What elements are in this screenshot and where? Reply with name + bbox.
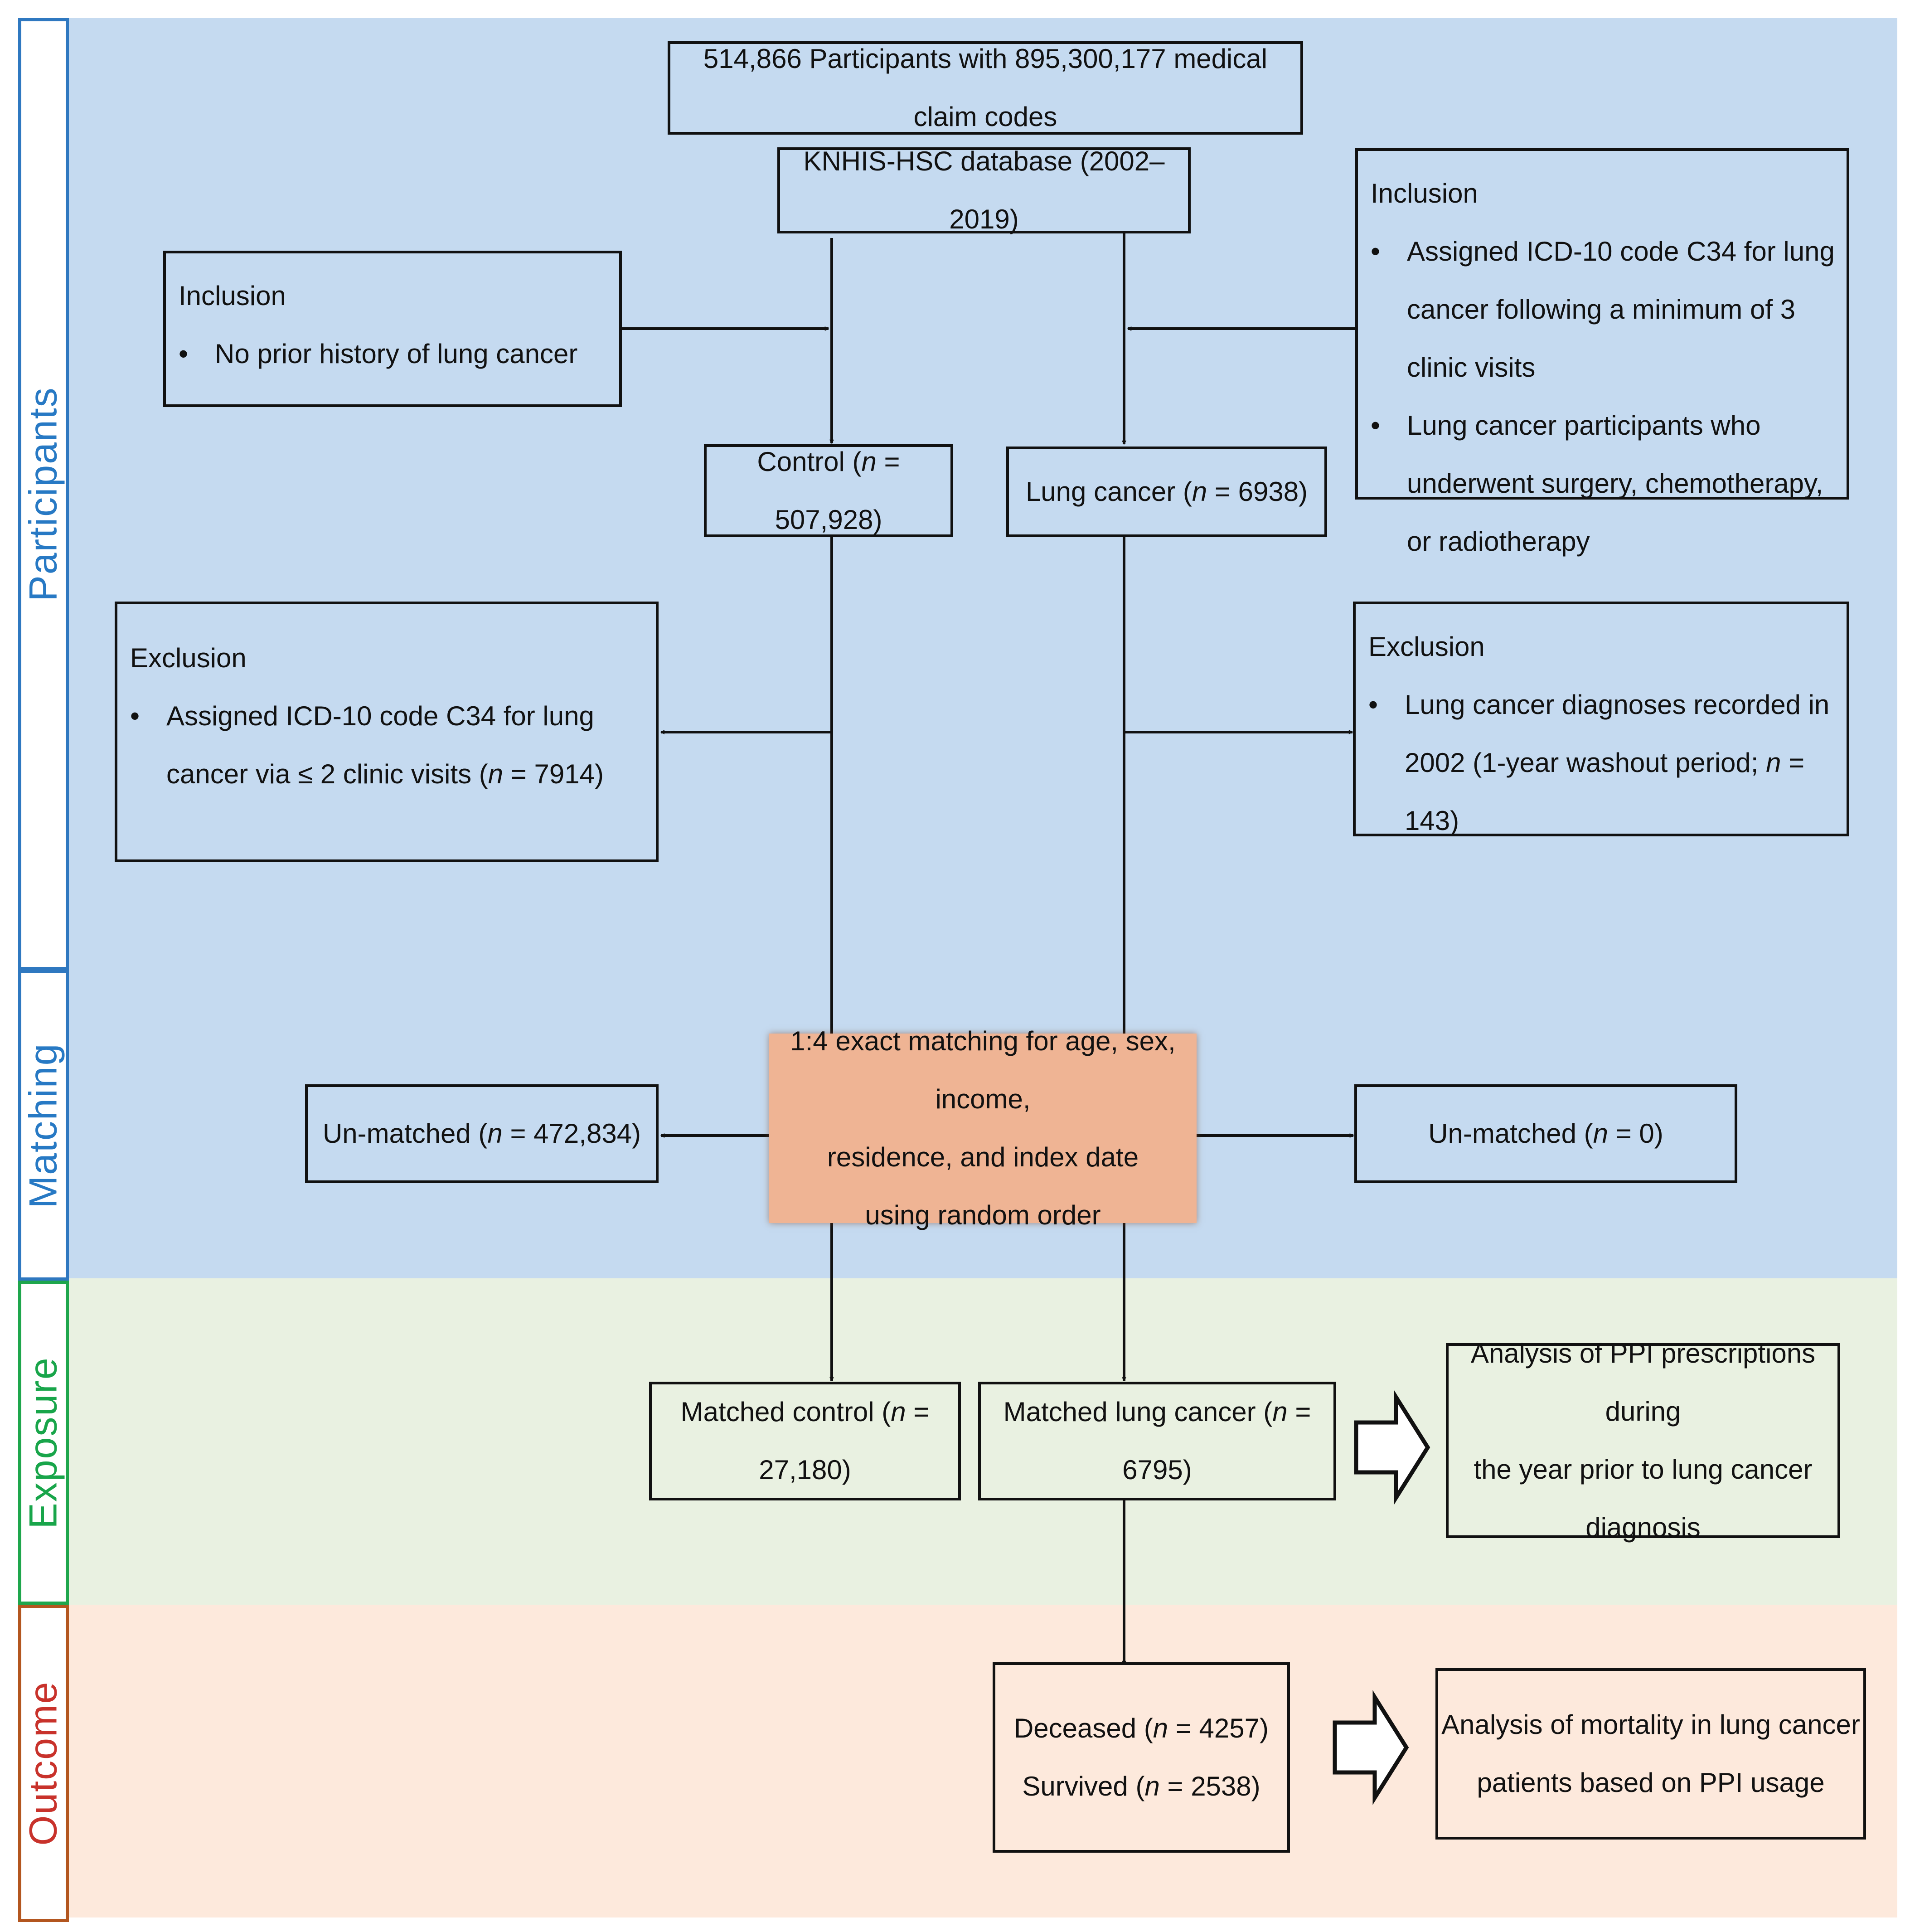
outcome-block-arrow bbox=[1333, 1690, 1409, 1805]
exposure-analysis-line-2: the year prior to lung cancer bbox=[1474, 1454, 1813, 1485]
lung-cancer-box: Lung cancer (n = 6938) bbox=[1006, 447, 1327, 537]
exclusion-left-title: Exclusion bbox=[130, 643, 247, 673]
unmatched-right-box: Un-matched (n = 0) bbox=[1354, 1084, 1737, 1183]
outcome-analysis-line-1: Analysis of mortality in lung cancer bbox=[1441, 1709, 1860, 1740]
exposure-analysis-box: Analysis of PPI prescriptions during the… bbox=[1446, 1338, 1840, 1543]
lung-cancer-text: Lung cancer (n = 6938) bbox=[1025, 476, 1308, 507]
database-text: KNHIS-HSC database (2002–2019) bbox=[803, 146, 1165, 234]
exposure-analysis-line-1: Analysis of PPI prescriptions during bbox=[1470, 1338, 1816, 1427]
exposure-background bbox=[68, 1278, 1897, 1605]
bullet-icon: • bbox=[130, 701, 140, 731]
matching-section: Matching bbox=[18, 970, 69, 1281]
inclusion-right-item: • Lung cancer participants who underwent… bbox=[1371, 397, 1836, 571]
inclusion-right-item-text: Lung cancer participants who underwent s… bbox=[1407, 410, 1823, 557]
inclusion-left-item-text: No prior history of lung cancer bbox=[215, 339, 578, 369]
matched-lung-text: Matched lung cancer (n = 6795) bbox=[1003, 1397, 1311, 1485]
survived-text: Survived (n = 2538) bbox=[1022, 1771, 1260, 1801]
unmatched-left-box: Un-matched (n = 472,834) bbox=[305, 1084, 659, 1183]
exclusion-right-box: Exclusion • Lung cancer diagnoses record… bbox=[1353, 602, 1849, 836]
bullet-icon: • bbox=[1371, 410, 1381, 441]
participants-section: Participants bbox=[18, 18, 69, 970]
exposure-section: Exposure bbox=[18, 1281, 69, 1605]
inclusion-right-item: • Assigned ICD-10 code C34 for lung canc… bbox=[1371, 223, 1836, 397]
exclusion-right-title: Exclusion bbox=[1368, 631, 1485, 662]
bullet-icon: • bbox=[179, 339, 189, 369]
inclusion-right-title: Inclusion bbox=[1371, 178, 1478, 209]
inclusion-left-title: Inclusion bbox=[179, 281, 286, 311]
inclusion-right-box: Inclusion • Assigned ICD-10 code C34 for… bbox=[1355, 148, 1849, 557]
matching-line-1: 1:4 exact matching for age, sex, income, bbox=[790, 1026, 1176, 1114]
exposure-block-arrow bbox=[1354, 1390, 1430, 1505]
unmatched-right-text: Un-matched (n = 0) bbox=[1428, 1118, 1663, 1149]
matched-lung-box: Matched lung cancer (n = 6795) bbox=[978, 1382, 1336, 1500]
inclusion-left-box: Inclusion • No prior history of lung can… bbox=[163, 251, 622, 407]
outcome-box: Deceased (n = 4257) Survived (n = 2538) bbox=[993, 1662, 1290, 1853]
outcome-background bbox=[68, 1605, 1897, 1917]
participants-total-box: 514,866 Participants with 895,300,177 me… bbox=[668, 41, 1303, 135]
inclusion-right-item-text: Assigned ICD-10 code C34 for lung cancer… bbox=[1407, 236, 1835, 383]
exposure-analysis-line-3: diagnosis bbox=[1585, 1512, 1701, 1543]
participants-total-text: 514,866 Participants with 895,300,177 me… bbox=[703, 44, 1268, 132]
outcome-section: Outcome bbox=[18, 1605, 69, 1922]
exclusion-left-item-text: Assigned ICD-10 code C34 for lung cancer… bbox=[166, 701, 604, 789]
outcome-analysis-box: Analysis of mortality in lung cancer pat… bbox=[1435, 1668, 1866, 1840]
unmatched-left-text: Un-matched (n = 472,834) bbox=[322, 1118, 641, 1149]
matched-control-text: Matched control (n = 27,180) bbox=[680, 1397, 930, 1485]
bullet-icon: • bbox=[1368, 689, 1378, 720]
exclusion-left-box: Exclusion • Assigned ICD-10 code C34 for… bbox=[115, 602, 659, 862]
exclusion-left-item: • Assigned ICD-10 code C34 for lung canc… bbox=[130, 687, 645, 803]
matching-line-3: using random order bbox=[865, 1200, 1101, 1230]
control-text: Control (n = 507,928) bbox=[757, 446, 900, 535]
control-box: Control (n = 507,928) bbox=[704, 444, 953, 537]
exclusion-right-item: • Lung cancer diagnoses recorded in 2002… bbox=[1368, 676, 1836, 850]
database-box: KNHIS-HSC database (2002–2019) bbox=[777, 146, 1191, 234]
matched-control-box: Matched control (n = 27,180) bbox=[649, 1382, 961, 1500]
deceased-text: Deceased (n = 4257) bbox=[1013, 1713, 1269, 1743]
bullet-icon: • bbox=[1371, 236, 1381, 267]
inclusion-left-item: • No prior history of lung cancer bbox=[179, 325, 608, 383]
exclusion-right-item-text: Lung cancer diagnoses recorded in 2002 (… bbox=[1405, 689, 1830, 836]
matching-box: 1:4 exact matching for age, sex, income,… bbox=[769, 1026, 1197, 1230]
matching-line-2: residence, and index date bbox=[827, 1142, 1139, 1172]
outcome-analysis-line-2: patients based on PPI usage bbox=[1477, 1767, 1825, 1798]
